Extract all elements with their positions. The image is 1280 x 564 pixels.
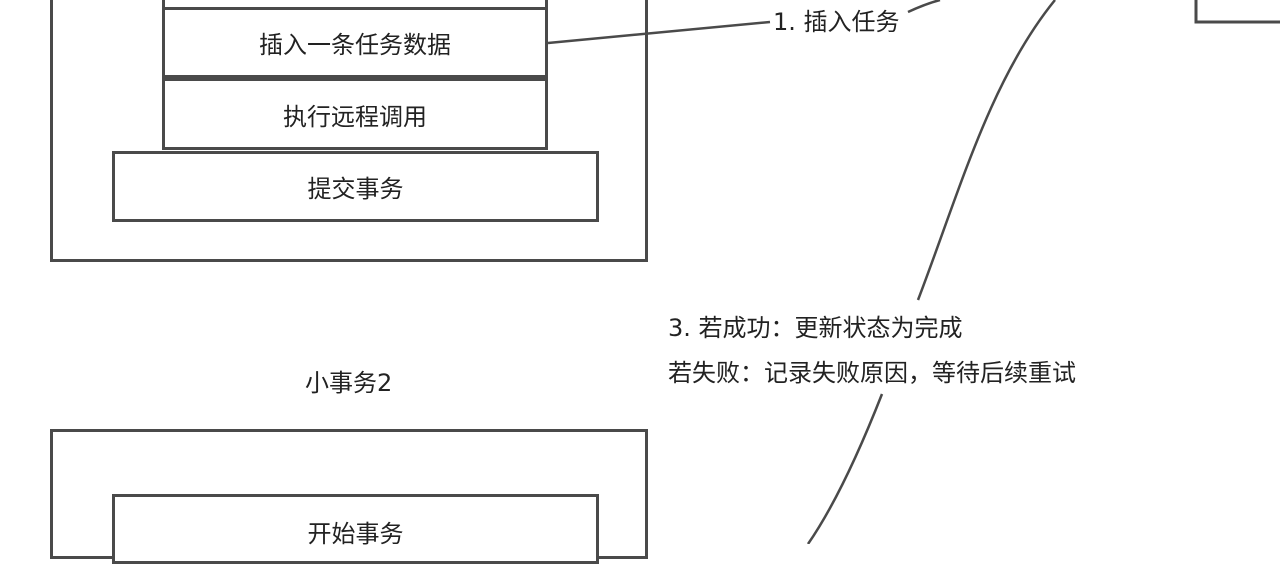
insert-task-connector-tail xyxy=(907,0,941,14)
insert-task-step-label: 插入一条任务数据 xyxy=(259,31,451,59)
commit-transaction-step: 提交事务 xyxy=(112,151,599,222)
begin-transaction-label: 开始事务 xyxy=(307,520,404,548)
status-update-curve-lower xyxy=(806,393,884,544)
insert-task-annotation: 1. 插入任务 xyxy=(773,8,900,36)
status-update-curve-upper xyxy=(916,0,1056,301)
insert-task-step: 插入一条任务数据 xyxy=(162,7,548,78)
remote-call-step: 执行远程调用 xyxy=(162,78,548,150)
insert-task-connector xyxy=(547,20,771,45)
failure-annotation: 若失败：记录失败原因，等待后续重试 xyxy=(668,359,1076,387)
transaction-2-title: 小事务2 xyxy=(305,369,393,397)
transaction-1-frame xyxy=(50,0,648,262)
success-annotation: 3. 若成功：更新状态为完成 xyxy=(668,314,963,342)
connector-lines xyxy=(547,0,1280,544)
commit-transaction-label: 提交事务 xyxy=(307,175,404,203)
begin-transaction-step: 开始事务 xyxy=(112,494,599,564)
remote-call-step-label: 执行远程调用 xyxy=(283,102,427,131)
partial-external-box xyxy=(1194,0,1280,24)
